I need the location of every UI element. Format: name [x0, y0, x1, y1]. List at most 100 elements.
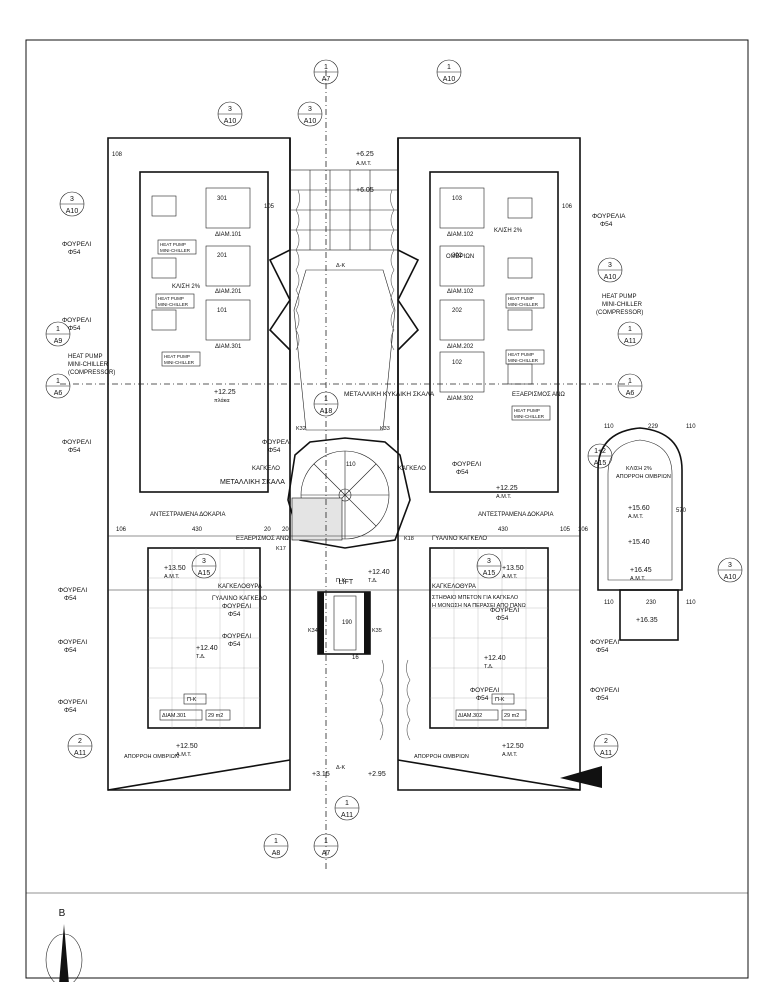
note-spiral-stair: ΜΕΤΑΛΛΙΚΗ ΚΥΚΛΙΚΗ ΣΚΑΛΑ	[344, 391, 435, 398]
svg-text:HEAT PUMP: HEAT PUMP	[508, 296, 534, 301]
svg-text:A11: A11	[341, 812, 353, 819]
svg-text:MINI-CHILLER: MINI-CHILLER	[602, 302, 643, 308]
unit-label: ΔΙΑΜ.301	[215, 344, 242, 350]
svg-text:Α.Μ.Τ.: Α.Μ.Τ.	[502, 574, 518, 580]
svg-text:MINI-CHILLER: MINI-CHILLER	[164, 360, 195, 365]
callout-foureli: ΦΟΥΡΕΛΙ Φ54	[62, 317, 91, 332]
svg-text:1: 1	[628, 326, 632, 333]
section-marker: 3 A10	[717, 557, 743, 583]
note-railing: ΚΑΓΚΕΛΟ	[398, 466, 426, 472]
heat-pump-tag: HEAT PUMP MINI-CHILLER	[511, 405, 551, 421]
terrace-grid	[148, 548, 548, 728]
svg-text:(COMPRESSOR): (COMPRESSOR)	[68, 370, 115, 376]
svg-text:+3.15: +3.15	[312, 771, 330, 778]
note-railing-door: ΚΑΓΚΕΛΟΘΥΡΑ	[218, 584, 262, 590]
svg-text:110: 110	[686, 424, 696, 430]
svg-text:HEAT PUMP: HEAT PUMP	[158, 296, 184, 301]
svg-text:+6.25: +6.25	[356, 151, 374, 158]
svg-text:3: 3	[70, 196, 74, 203]
unit-label: ΔΙΑΜ.102	[447, 289, 474, 295]
svg-text:3: 3	[487, 558, 491, 565]
svg-text:+15.60: +15.60	[628, 505, 650, 512]
svg-text:ΦΟΥΡΕΛΙ: ΦΟΥΡΕΛΙ	[470, 687, 499, 694]
svg-text:20: 20	[264, 527, 271, 533]
svg-text:105: 105	[560, 527, 571, 533]
svg-text:MINI-CHILLER: MINI-CHILLER	[514, 414, 545, 419]
svg-text:MINI-CHILLER: MINI-CHILLER	[160, 248, 191, 253]
svg-text:+16.35: +16.35	[636, 617, 658, 624]
note-inverted-beams: ΑΝΤΕΣΤΡΑΜΕΝΑ ΔΟΚΑΡΙΑ	[150, 512, 226, 518]
slope-note: ΚΛΙΣΗ 2%	[626, 466, 652, 472]
key-tag: K18	[404, 536, 414, 542]
svg-text:A18: A18	[320, 408, 333, 415]
outer-slab-outline	[107, 137, 291, 791]
svg-text:Φ54: Φ54	[68, 447, 81, 454]
svg-text:110: 110	[604, 600, 614, 606]
svg-text:20: 20	[282, 527, 289, 533]
rainwater-note: ΑΠΟΡΡΟΗ ΟΜΒΡΙΩΝ	[616, 474, 671, 480]
grid-lines	[290, 170, 398, 250]
section-marker: 1 A9	[45, 321, 71, 347]
svg-text:Α.Μ.Τ.: Α.Μ.Τ.	[496, 494, 512, 500]
callout-foureli: ΦΟΥΡΕΛΙ Φ54	[470, 687, 499, 702]
section-marker: 1 A7	[313, 833, 339, 859]
svg-text:A6: A6	[54, 390, 63, 397]
vine-planting	[295, 189, 411, 741]
svg-text:ΦΟΥΡΕΛΙ: ΦΟΥΡΕΛΙ	[262, 439, 291, 446]
callout-foureli: ΦΟΥΡΕΛΙ Φ54	[58, 699, 87, 714]
svg-text:110: 110	[604, 424, 614, 430]
unit-num: 301	[217, 196, 228, 202]
svg-text:Φ54: Φ54	[64, 707, 77, 714]
svg-text:1: 1	[345, 800, 349, 807]
svg-text:Φ54: Φ54	[600, 221, 613, 228]
svg-text:1: 1	[56, 326, 60, 333]
section-marker: 3 A10	[217, 101, 243, 127]
svg-text:3: 3	[308, 106, 312, 113]
svg-text:A10: A10	[604, 274, 617, 281]
unit-num: 302	[452, 253, 463, 259]
unit-num: 103	[452, 196, 463, 202]
svg-text:HEAT PUMP: HEAT PUMP	[164, 354, 190, 359]
svg-text:HEAT PUMP: HEAT PUMP	[602, 294, 636, 300]
kiosk-outline	[597, 427, 683, 591]
svg-text:+12.25: +12.25	[214, 389, 236, 396]
note-ventilation: ΕΞΑΕΡΙΣΜΟΣ ΑΝΩ	[512, 392, 565, 398]
svg-text:+12.25: +12.25	[496, 485, 518, 492]
kiosk-inner	[607, 439, 673, 581]
svg-text:A10: A10	[224, 118, 237, 125]
unit-label: ΔΙΑΜ.102	[447, 232, 474, 238]
section-marker: 1 A11	[617, 321, 643, 347]
svg-text:A15: A15	[198, 570, 211, 577]
svg-text:Τ.Δ.: Τ.Δ.	[484, 664, 494, 670]
section-marker: 2 A11	[67, 733, 93, 759]
section-marker: 1 A18	[313, 391, 339, 417]
section-marker: 1+2 A15	[587, 443, 613, 469]
callout-foureli: ΦΟΥΡΕΛΙ Φ54	[222, 603, 251, 618]
svg-text:πλάκα: πλάκα	[214, 397, 230, 404]
svg-text:A10: A10	[304, 118, 317, 125]
pk-tag: Π-Κ	[336, 578, 346, 584]
svg-text:+12.50: +12.50	[176, 743, 198, 750]
svg-text:Φ54: Φ54	[64, 647, 77, 654]
svg-text:Φ54: Φ54	[456, 469, 469, 476]
svg-text:Φ54: Φ54	[228, 641, 241, 648]
callout-foureli: ΦΟΥΡΕΛΙ Φ54	[452, 461, 481, 476]
svg-text:Φ54: Φ54	[68, 249, 81, 256]
svg-text:A6: A6	[626, 390, 635, 397]
slope-note: ΚΛΙΣΗ 2%	[172, 284, 201, 290]
callout-fourelia: ΦΟΥΡΕΛΙΑ Φ54	[592, 213, 626, 228]
dk-tag: Δ-Κ	[336, 263, 346, 269]
svg-text:Φ54: Φ54	[64, 595, 77, 602]
section-marker: 1 A8	[263, 833, 289, 859]
svg-text:A7: A7	[322, 850, 331, 857]
heat-pump-tag: HEAT PUMP MINI-CHILLER	[155, 293, 195, 309]
unit-label: ΔΙΑΜ.201	[215, 289, 242, 295]
lift-label: LIFT	[339, 579, 354, 586]
svg-text:ΦΟΥΡΕΛΙ: ΦΟΥΡΕΛΙ	[490, 607, 519, 614]
svg-text:ΦΟΥΡΕΛΙ: ΦΟΥΡΕΛΙ	[222, 633, 251, 640]
note-metal-stair: ΜΕΤΑΛΛΙΚΗ ΣΚΑΛΑ	[220, 479, 285, 486]
svg-text:2: 2	[78, 738, 82, 745]
courtyard-wall-left	[268, 138, 291, 440]
svg-text:HEAT PUMP: HEAT PUMP	[514, 408, 540, 413]
